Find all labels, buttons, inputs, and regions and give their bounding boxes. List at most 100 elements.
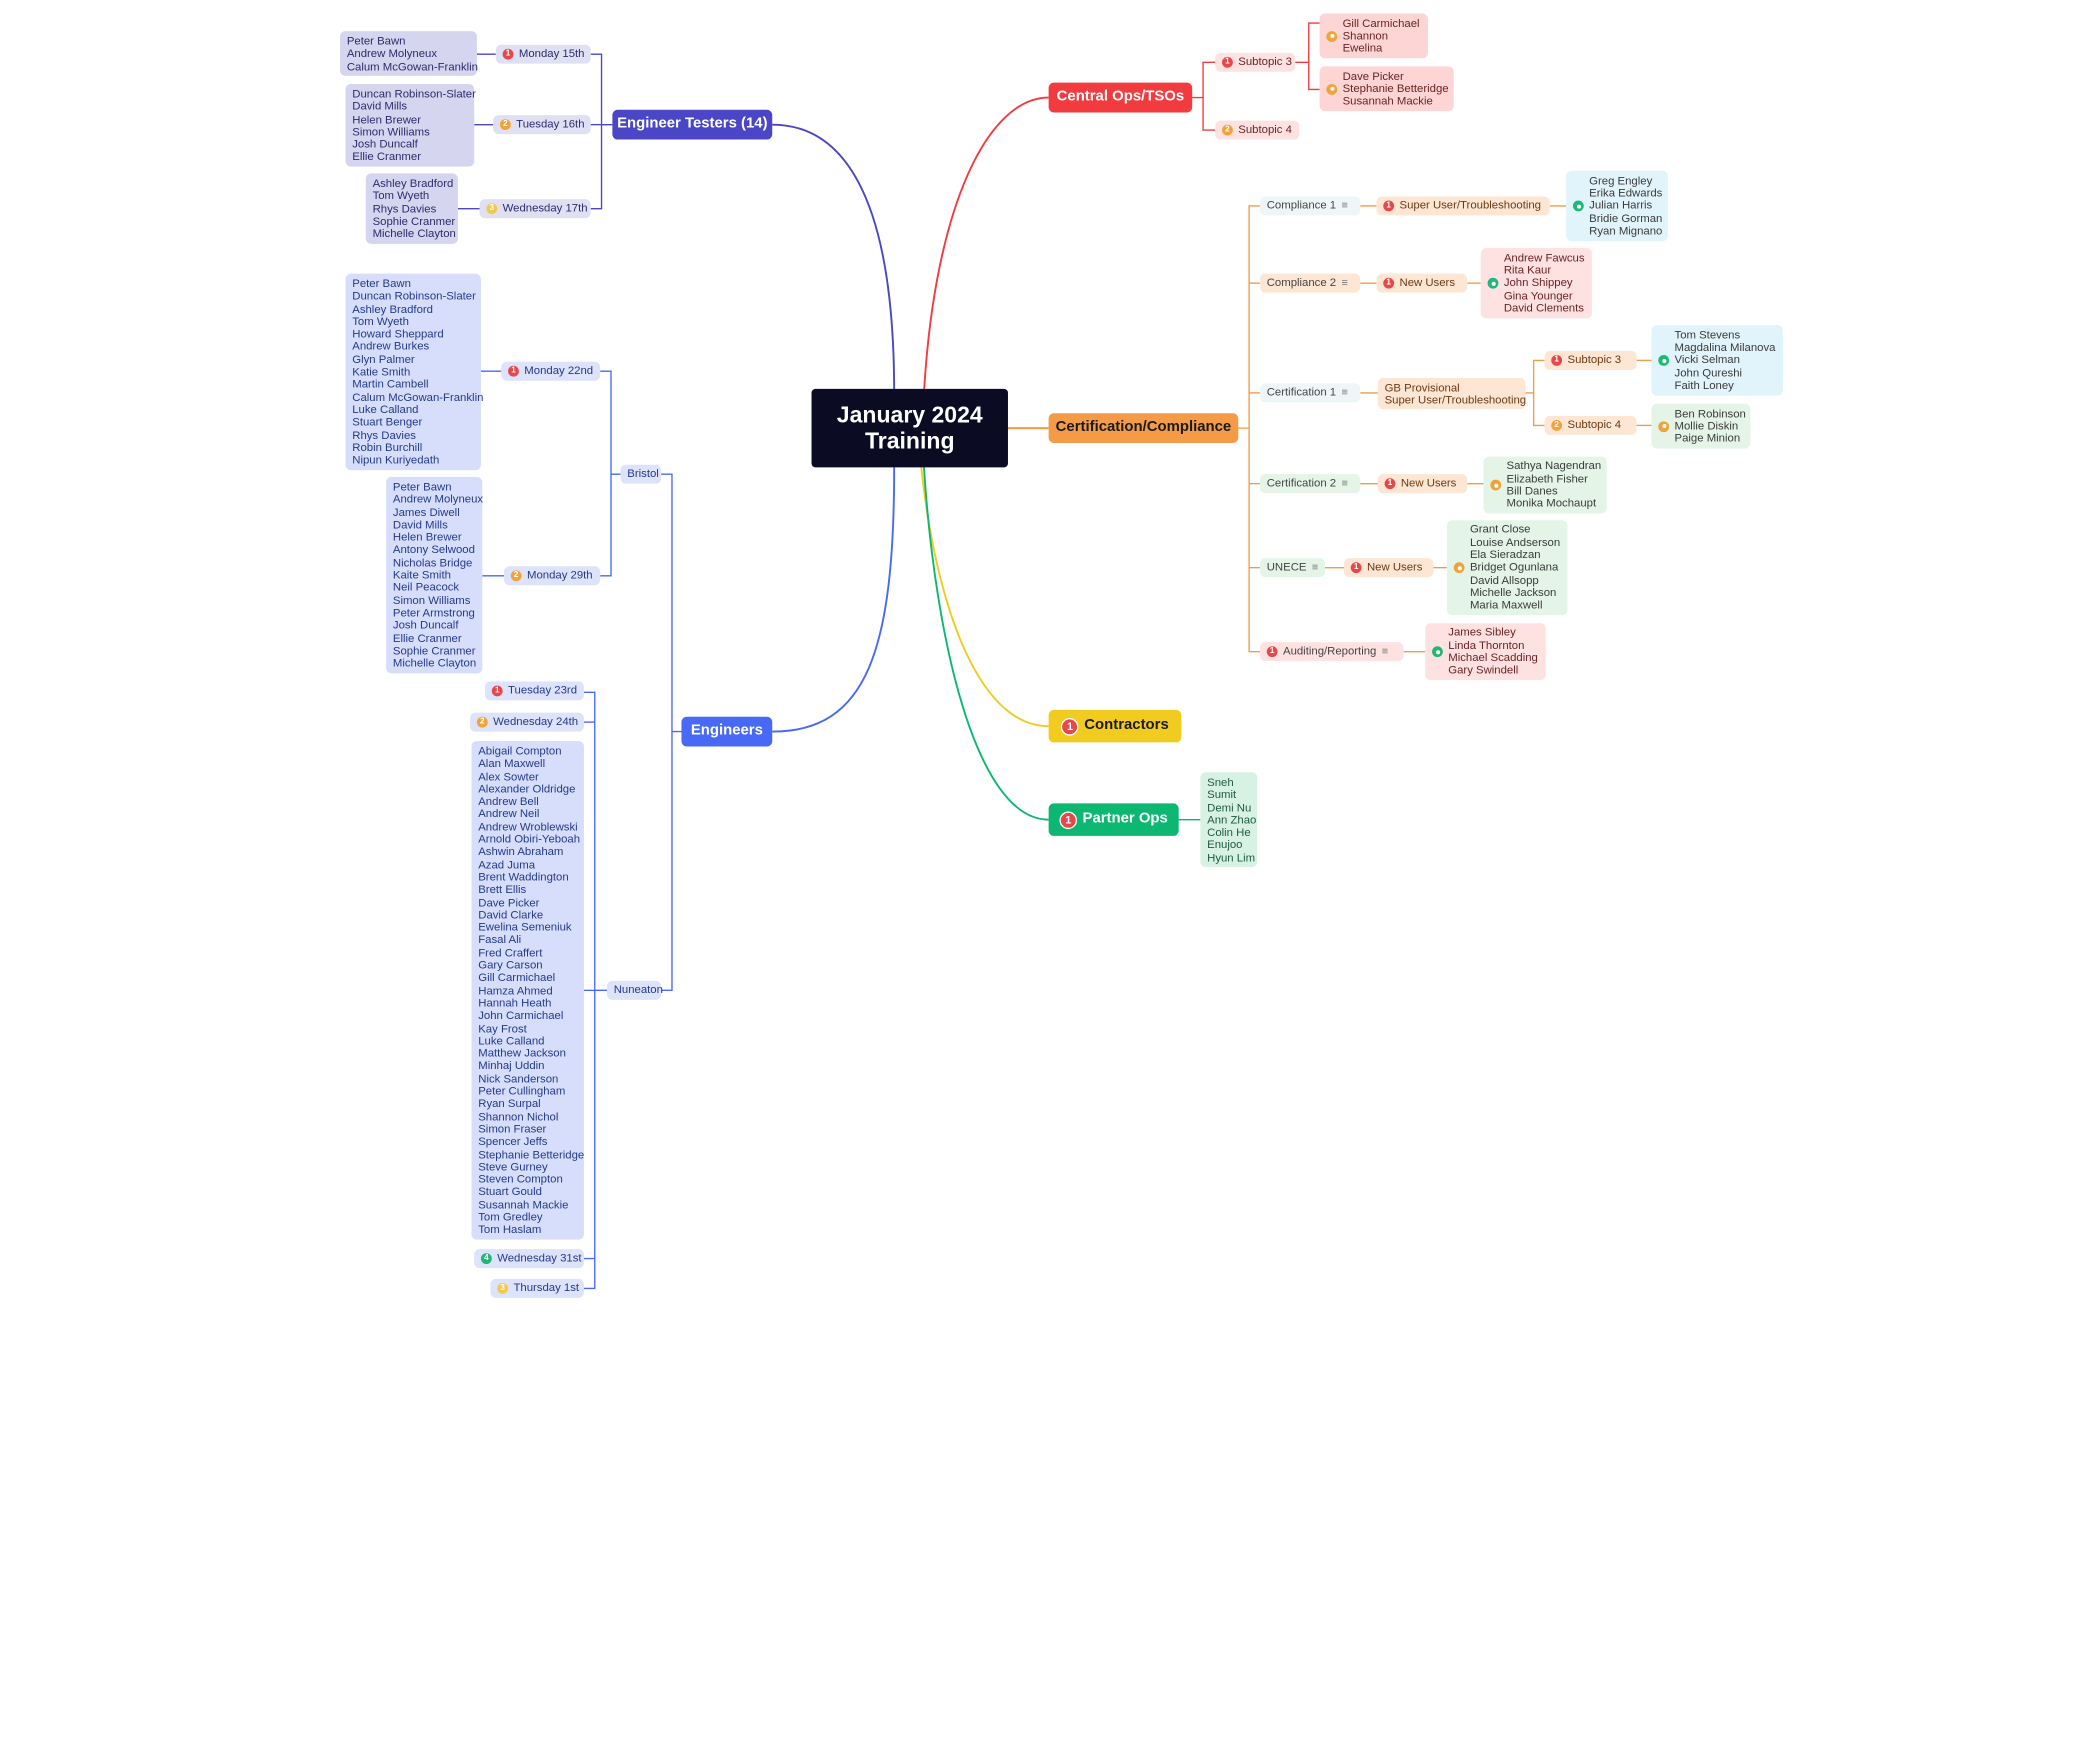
central-ops-group-1[interactable]: Gill Carmichael Shannon Ewelina	[1319, 13, 1428, 59]
branch-contractors[interactable]: 1 Contractors	[1048, 709, 1182, 743]
testers-tuesday-16-people[interactable]: Duncan Robinson-Slater David Mills Helen…	[345, 83, 476, 167]
priority-1-icon: 1	[1383, 200, 1395, 212]
testers-wednesday-17[interactable]: 3 Wednesday 17th	[479, 199, 591, 219]
list-item: Ela Sieradzan	[1469, 547, 1541, 561]
people-list: James Sibley Linda Thornton Michael Scad…	[1448, 625, 1538, 676]
central-ops-group-2[interactable]: Dave Picker Stephanie Betteridge Susanna…	[1319, 66, 1454, 112]
compliance-1[interactable]: Compliance 1 ≡	[1259, 196, 1361, 216]
unece[interactable]: UNECE ≡	[1259, 558, 1325, 578]
engineers-nuneaton[interactable]: Nuneaton	[606, 980, 663, 1000]
list-item: Ryan Surpal	[478, 1096, 541, 1111]
list-item: David Allsopp	[1469, 572, 1539, 587]
list-item: Helen Brewer	[392, 529, 462, 544]
list-item: Hyun Lim	[1207, 850, 1256, 865]
bristol-monday-22-people[interactable]: Peter Bawn Duncan Robinson-Slater Ashley…	[345, 273, 483, 471]
branch-engineers-label: Engineers	[690, 722, 763, 739]
testers-monday-15-people[interactable]: Peter Bawn Andrew Molyneux Calum McGowan…	[340, 31, 478, 76]
list-item: Peter Bawn	[346, 33, 406, 48]
list-item: Stuart Benger	[352, 414, 423, 429]
priority-1-icon: 1	[1061, 717, 1079, 735]
compliance-1-sub[interactable]: 1 Super User/Troubleshooting	[1376, 196, 1550, 216]
day-label: Wednesday 17th	[502, 200, 588, 215]
list-item: Sophie Cranmer	[392, 643, 476, 657]
list-item: Monika Mochaupt	[1506, 496, 1597, 510]
topic-label: UNECE	[1266, 560, 1307, 574]
list-item: Andrew Wroblewski	[478, 819, 578, 833]
topic-label: Auditing/Reporting	[1282, 644, 1377, 658]
list-item: Ellie Cranmer	[352, 149, 421, 164]
compliance-2[interactable]: Compliance 2 ≡	[1259, 273, 1361, 293]
nuneaton-wednesday-24[interactable]: 2 Wednesday 24th	[470, 712, 584, 732]
certification-2-sub[interactable]: 1 New Users	[1377, 474, 1468, 494]
branch-partner-ops[interactable]: 1 Partner Ops	[1048, 803, 1179, 836]
nuneaton-people[interactable]: Abigail Compton Alan Maxwell Alex Sowter…	[471, 741, 584, 1240]
list-item: Simon Williams	[392, 592, 471, 607]
unece-sub[interactable]: 1 New Users	[1343, 558, 1434, 578]
list-item: Helen Brewer	[352, 111, 422, 126]
people-list: Ben Robinson Mollie Diskin Paige Minion	[1675, 406, 1746, 445]
list-item: Duncan Robinson-Slater	[352, 86, 476, 101]
list-item: David Clarke	[478, 907, 544, 922]
nuneaton-tuesday-23[interactable]: 1 Tuesday 23rd	[485, 681, 584, 701]
bristol-monday-29-people[interactable]: Peter Bawn Andrew Molyneux James Diwell …	[386, 476, 484, 674]
certification-1-subtopic-3-people[interactable]: Tom Stevens Magdalina Milanova Vicki Sel…	[1651, 325, 1783, 396]
list-item: Luke Calland	[352, 402, 419, 416]
testers-tuesday-16[interactable]: 2 Tuesday 16th	[493, 115, 591, 135]
topic-label: Certification 1	[1266, 385, 1337, 399]
certification-1-subtopic-4-people[interactable]: Ben Robinson Mollie Diskin Paige Minion	[1651, 403, 1751, 449]
branch-certification[interactable]: Certification/Compliance	[1048, 413, 1239, 444]
list-item: Vicki Selman	[1674, 352, 1740, 367]
certification-2[interactable]: Certification 2 ≡	[1259, 474, 1361, 494]
day-label: Monday 22nd	[524, 363, 594, 378]
topic-label-line: Super User/Troubleshooting	[1384, 393, 1527, 407]
list-item: Calum McGowan-Franklin	[346, 59, 478, 73]
task-done-icon	[1432, 646, 1443, 658]
nuneaton-thursday-1[interactable]: 3 Thursday 1st	[490, 1278, 584, 1298]
engineers-bristol[interactable]: Bristol	[620, 464, 662, 484]
compliance-1-people[interactable]: Greg Engley Erika Edwards Julian Harris …	[1566, 170, 1668, 242]
list-item: Ashwin Abraham	[478, 844, 564, 859]
central-ops-subtopic-3[interactable]: 1 Subtopic 3	[1215, 52, 1296, 72]
unece-people[interactable]: Grant Close Louise Andserson Ela Sieradz…	[1446, 520, 1568, 616]
topic-label: Compliance 1	[1266, 198, 1337, 212]
certification-1-subtopic-4[interactable]: 2 Subtopic 4	[1544, 415, 1637, 435]
testers-wednesday-17-people[interactable]: Ashley Bradford Tom Wyeth Rhys Davies So…	[365, 173, 458, 244]
list-item: Robin Burchill	[352, 440, 423, 454]
list-item: Susannah Mackie	[478, 1197, 569, 1211]
central-topic[interactable]: January 2024 Training	[811, 388, 1008, 468]
bristol-monday-29[interactable]: 2 Monday 29th	[503, 566, 601, 586]
list-item: Ann Zhao	[1207, 812, 1257, 827]
certification-1-subtopic-3[interactable]: 1 Subtopic 3	[1544, 350, 1637, 370]
list-item: Rhys Davies	[372, 201, 437, 215]
list-item: Howard Sheppard	[352, 326, 444, 341]
list-item: Sophie Cranmer	[372, 213, 456, 228]
certification-2-people[interactable]: Sathya Nagendran Elizabeth Fisher Bill D…	[1483, 456, 1607, 514]
compliance-2-sub[interactable]: 1 New Users	[1376, 273, 1468, 293]
certification-1-sub[interactable]: GB Provisional Super User/Troubleshootin…	[1377, 377, 1527, 410]
list-item: Arnold Obiri-Yeboah	[478, 831, 581, 846]
central-ops-subtopic-4[interactable]: 2 Subtopic 4	[1215, 120, 1300, 140]
compliance-2-people[interactable]: Andrew Fawcus Rita Kaur John Shippey Gin…	[1480, 247, 1592, 319]
topic-label: New Users	[1400, 476, 1457, 490]
priority-1-icon: 1	[508, 365, 519, 377]
testers-monday-15[interactable]: 1 Monday 15th	[495, 44, 591, 64]
branch-engineer-testers[interactable]: Engineer Testers (14)	[612, 109, 773, 140]
list-item: Antony Selwood	[392, 542, 475, 557]
branch-engineers[interactable]: Engineers	[681, 716, 773, 747]
topic-label: Subtopic 4	[1567, 417, 1622, 432]
priority-1-icon: 1	[1222, 56, 1233, 68]
list-item: Brent Waddington	[478, 869, 569, 884]
list-item: David Mills	[392, 517, 448, 531]
task-half-icon	[1326, 83, 1338, 95]
certification-1[interactable]: Certification 1 ≡	[1259, 383, 1361, 403]
bristol-monday-22[interactable]: 1 Monday 22nd	[501, 361, 601, 381]
list-item: Andrew Molyneux	[392, 492, 484, 506]
partner-ops-people[interactable]: Sneh Sumit Demi Nu Ann Zhao Colin He Enu…	[1200, 772, 1258, 868]
branch-central-ops[interactable]: Central Ops/TSOs	[1048, 82, 1193, 113]
list-item: Alan Maxwell	[478, 756, 546, 770]
nuneaton-wednesday-31[interactable]: 4 Wednesday 31st	[474, 1249, 584, 1269]
auditing-people[interactable]: James Sibley Linda Thornton Michael Scad…	[1425, 623, 1546, 681]
auditing-reporting[interactable]: 1 Auditing/Reporting ≡	[1259, 642, 1404, 662]
list-item: Gina Younger	[1503, 288, 1573, 302]
